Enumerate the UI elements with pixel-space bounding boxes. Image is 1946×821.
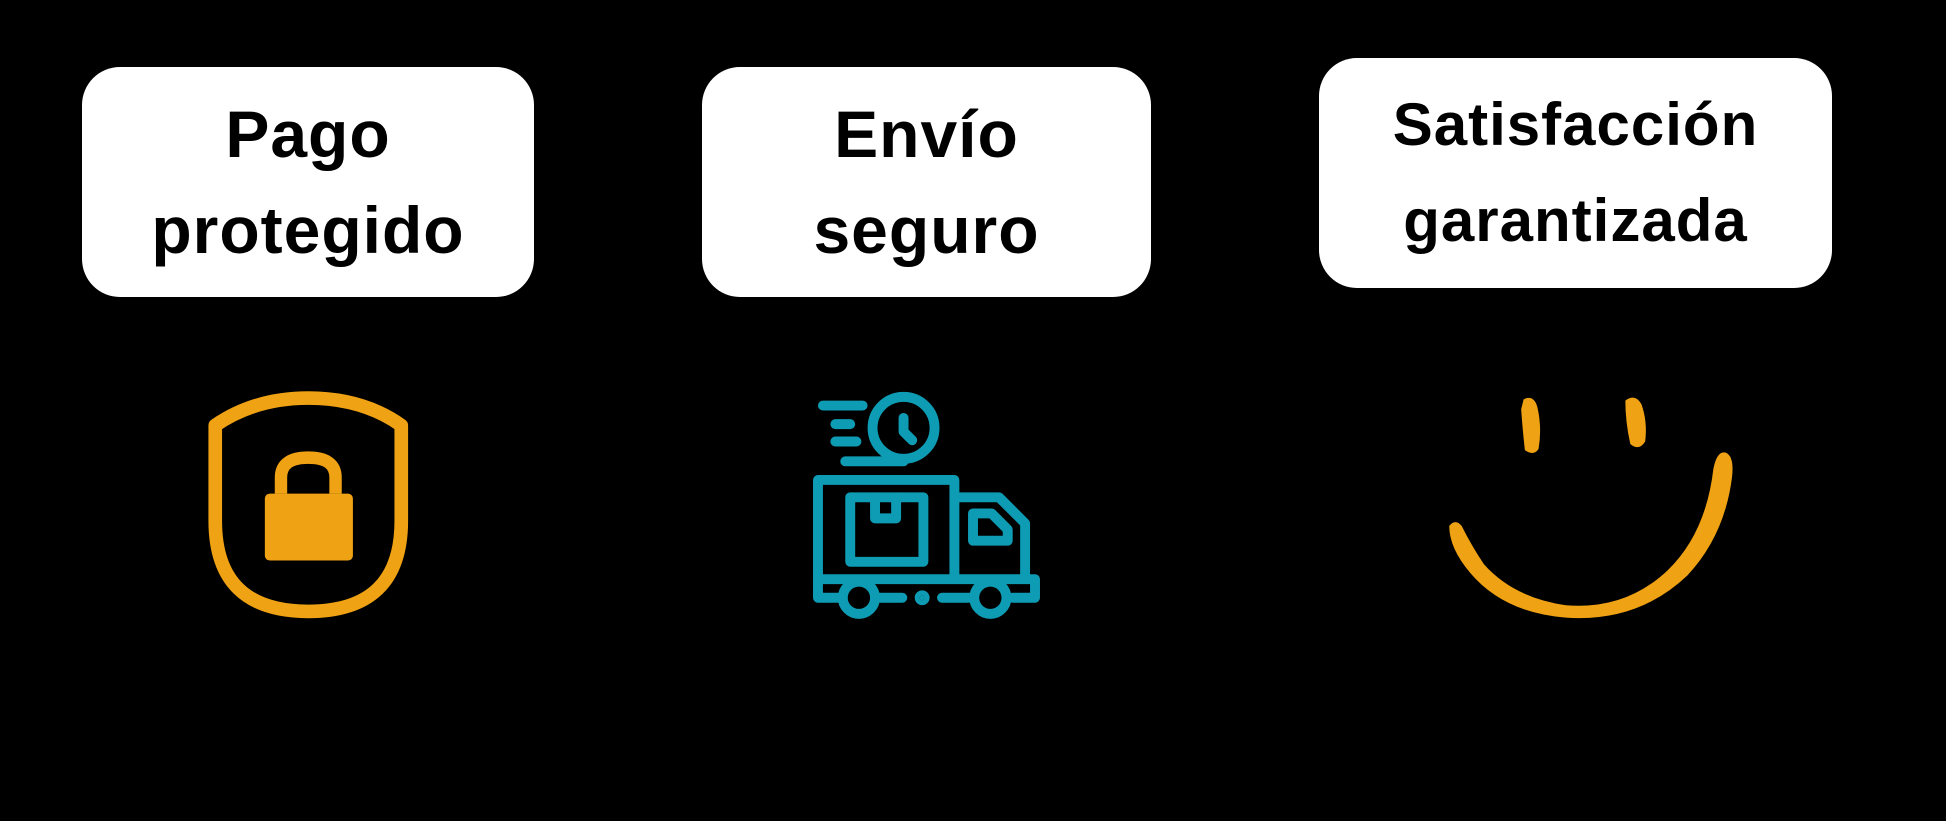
badge-title-line1: Envío xyxy=(834,97,1019,171)
badge-title-line1: Pago xyxy=(225,97,391,171)
delivery-truck-icon xyxy=(813,391,1040,619)
shield-lock-icon xyxy=(208,391,409,619)
badge-title-line2: protegido xyxy=(151,193,465,267)
badge-title-line2: seguro xyxy=(813,193,1040,267)
badge-pago-protegido: Pago protegido xyxy=(82,67,534,297)
badge-title-line1: Satisfacción xyxy=(1392,91,1759,158)
smile-icon xyxy=(1449,397,1733,619)
badge-title-line2: garantizada xyxy=(1403,187,1748,254)
badge-satisfaccion-garantizada: Satisfacción garantizada xyxy=(1319,58,1832,288)
badge-envio-seguro: Envío seguro xyxy=(702,67,1151,297)
